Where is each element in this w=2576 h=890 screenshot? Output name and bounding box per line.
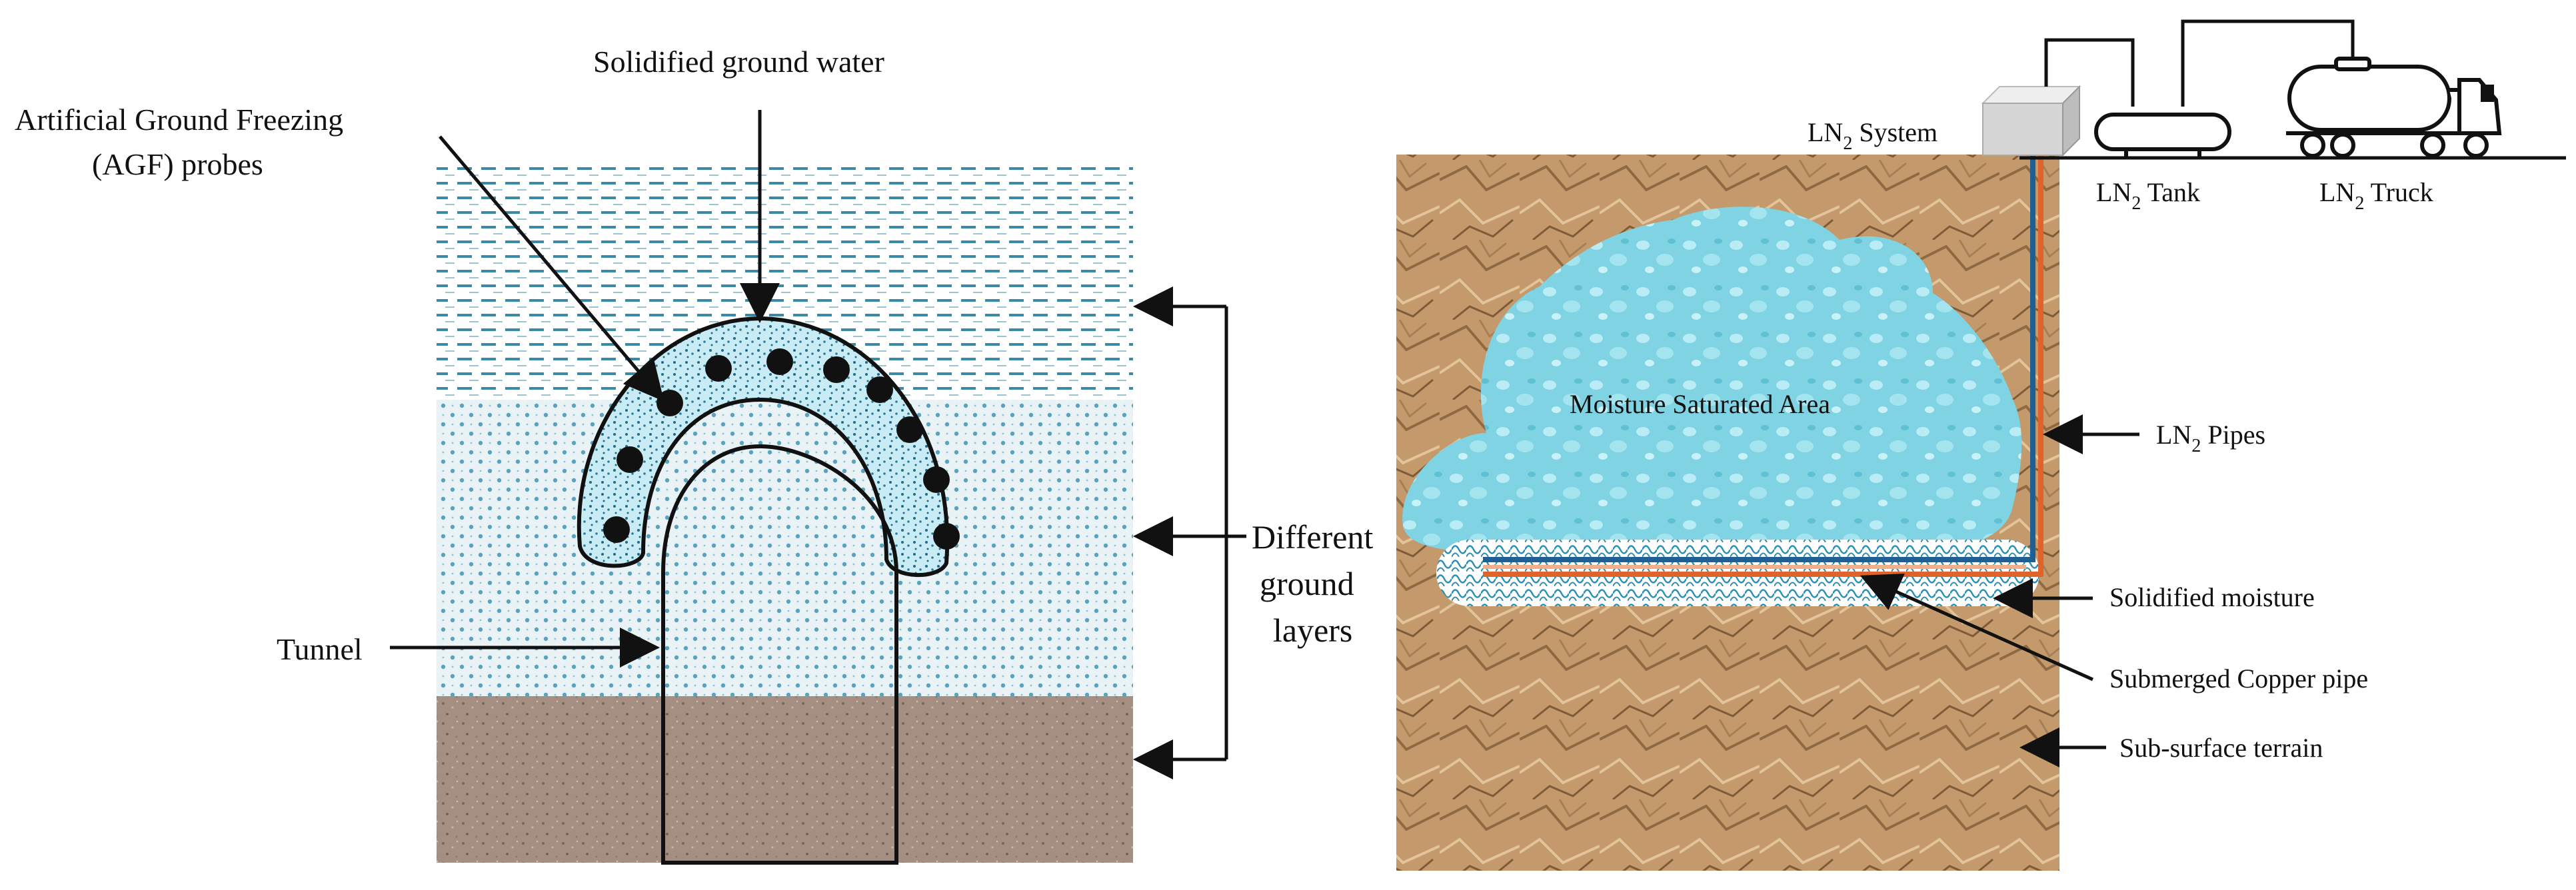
layers-label-line1: Different	[1252, 518, 1373, 556]
ground-layers-bracket	[1133, 286, 1246, 779]
layers-label-line3: layers	[1273, 612, 1352, 649]
ln2-system-box	[1981, 85, 2081, 157]
right-panel: LN2 System LN2 Tank LN2 Truck Moisture S…	[1396, 19, 2566, 871]
tunnel-label: Tunnel	[277, 632, 363, 666]
supply-lines	[2044, 19, 2355, 107]
ln2-pipes-label: LN2 Pipes	[2156, 420, 2265, 456]
agf-leader-line	[439, 135, 664, 402]
mid-ground-layer	[437, 400, 1133, 696]
agf-label-line2: (AGF) probes	[92, 147, 263, 181]
layers-label-line2: ground	[1260, 565, 1354, 602]
ln2-truck-label: LN2 Truck	[2319, 177, 2433, 214]
ln2-tank-label: LN2 Tank	[2096, 177, 2200, 214]
solidified-water-label: Solidified ground water	[593, 45, 884, 79]
ln2-tank-icon	[2094, 113, 2231, 158]
left-panel: Artificial Ground Freezing (AGF) probes …	[15, 45, 1373, 865]
moisture-saturated-area	[1402, 207, 2022, 558]
copper-pipe-label: Submerged Copper pipe	[2109, 664, 2368, 693]
soil-layer	[437, 696, 1133, 863]
terrain-label: Sub-surface terrain	[2119, 733, 2323, 763]
ln2-pipes	[1483, 147, 2043, 577]
ln2-system-label: LN2 System	[1808, 117, 1937, 154]
ln2-truck-icon	[2286, 57, 2502, 158]
agf-probes	[603, 348, 960, 550]
moisture-area-label: Moisture Saturated Area	[1570, 389, 1830, 419]
solidified-moisture-label: Solidified moisture	[2109, 582, 2315, 612]
frozen-ground-arch	[577, 316, 950, 578]
copper-pipe-leader	[1860, 574, 2094, 681]
tunnel-outline	[661, 444, 898, 865]
agf-label-line1: Artificial Ground Freezing	[15, 103, 343, 137]
